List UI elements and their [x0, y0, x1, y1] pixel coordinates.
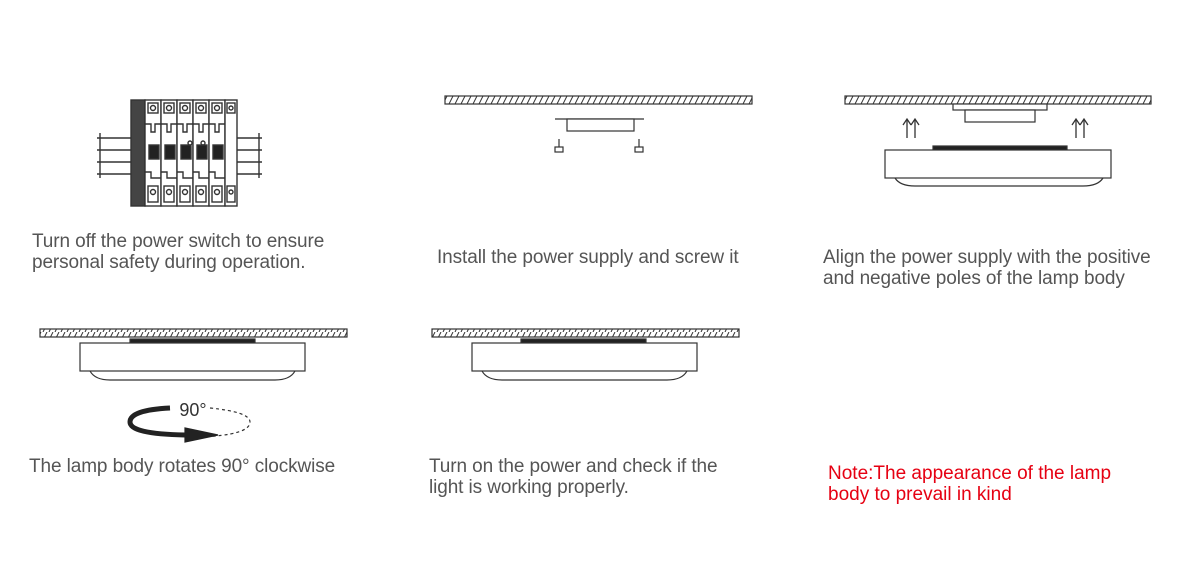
circuit-breaker-illustration: [97, 99, 262, 207]
note-line: body to prevail in kind: [828, 484, 1012, 505]
caption-line: The lamp body rotates 90° clockwise: [29, 456, 336, 477]
up-arrows-icon: [902, 117, 920, 138]
appearance-note: Note:The appearance of the lamp body to …: [828, 463, 1111, 505]
installed-lamp-illustration: [431, 328, 740, 381]
step-5: Turn on the power and check if the light…: [400, 300, 800, 567]
screw-icon: [634, 139, 644, 153]
caption-line: Turn off the power switch to ensure: [32, 231, 325, 252]
install-power-supply-illustration: [444, 95, 753, 153]
step-3: Align the power supply with the positive…: [800, 0, 1200, 300]
caption-line: Align the power supply with the positive: [823, 247, 1151, 268]
caption-line: Turn on the power and check if the: [429, 456, 718, 477]
step-4-caption: The lamp body rotates 90° clockwise: [29, 456, 335, 477]
step-5-caption: Turn on the power and check if the light…: [429, 456, 718, 498]
caption-line: light is working properly.: [429, 477, 629, 498]
step-4: 90° The lamp body rotates 90° clockwise: [0, 300, 400, 567]
rotation-label: 90°: [179, 400, 206, 420]
step-3-caption: Align the power supply with the positive…: [823, 247, 1151, 289]
step-1-caption: Turn off the power switch to ensure pers…: [32, 231, 324, 273]
caption-line: personal safety during operation.: [32, 252, 306, 273]
align-lamp-body-illustration: [844, 95, 1152, 187]
rotate-lamp-illustration: 90°: [39, 328, 348, 443]
rotate-clockwise-icon: [127, 405, 251, 443]
step-2-caption: Install the power supply and screw it: [437, 247, 739, 268]
up-arrows-icon: [1071, 117, 1089, 138]
caption-line: and negative poles of the lamp body: [823, 268, 1125, 289]
step-1: Turn off the power switch to ensure pers…: [0, 0, 400, 300]
note-line: Note:The appearance of the lamp: [828, 463, 1112, 484]
caption-line: Install the power supply and screw it: [437, 247, 739, 268]
screw-icon: [554, 139, 564, 153]
step-2: Install the power supply and screw it: [400, 0, 800, 300]
